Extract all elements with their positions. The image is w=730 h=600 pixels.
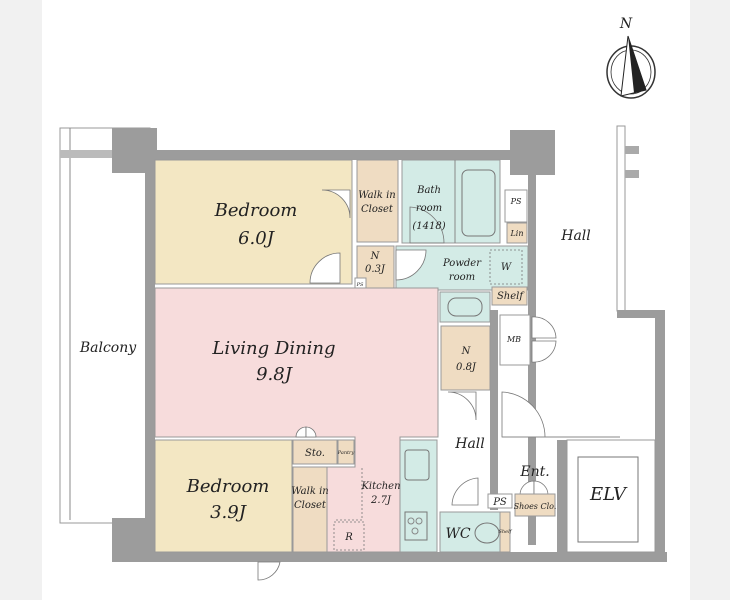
room-kitchen: Kitchen 2.7J [336, 439, 438, 553]
wc-label: WC [445, 526, 470, 542]
room-storage-n-mid: N 0.8J [440, 325, 491, 391]
door-icon [451, 477, 479, 506]
closet-label: Walk in [358, 190, 395, 201]
entrance-door-icon [501, 391, 546, 438]
sink-icon [404, 449, 430, 481]
shelf-label: Shelf [498, 529, 512, 535]
door-icon [409, 206, 445, 244]
living-dining-size: 9.8J [256, 364, 294, 385]
closet-label: Closet [361, 204, 394, 215]
bathroom-label: room [416, 203, 442, 214]
washer-space [489, 249, 523, 285]
bedroom-1-name: Bedroom [214, 200, 298, 221]
shelf-label: Shelf [497, 291, 525, 302]
room-living-dining: Living Dining 9.8J [154, 287, 439, 553]
shoes-closet-label: Shoes Clo. [514, 502, 557, 511]
compass-north-label: N [619, 16, 633, 32]
door-icon [309, 252, 341, 284]
bedroom-1-size: 6.0J [238, 228, 276, 249]
room-storage-n-small: N 0.3J PS [354, 245, 395, 291]
kitchen-size: 2.7J [370, 495, 392, 506]
living-dining-name: Living Dining [211, 338, 335, 359]
room-walk-in-closet-1: Walk in Closet [356, 159, 399, 243]
kitchen-label: Kitchen [360, 481, 400, 492]
storage-label: N [370, 251, 381, 262]
storage-label: N [461, 346, 472, 357]
exterior-walls [112, 128, 667, 562]
hall-lower-label: Hall [454, 436, 485, 452]
closet-label: Walk in [291, 486, 328, 497]
balcony: Balcony [59, 127, 151, 524]
door-icon [395, 249, 427, 281]
ps-tiny-label: PS [356, 282, 364, 288]
north-compass-icon: N [606, 16, 656, 99]
common-hall-boundary [616, 125, 639, 312]
closet-label: Closet [294, 500, 327, 511]
storage-size: 0.8J [456, 362, 477, 373]
meter-box-label: MB [506, 335, 521, 344]
bathroom-label: Bath [416, 185, 441, 196]
bathroom-size: (1418) [412, 221, 445, 232]
elevator: ELV [566, 439, 656, 553]
powder-room-label: room [449, 272, 475, 283]
hall-label: Hall [560, 228, 591, 244]
bathtub-icon [461, 169, 496, 237]
room-bedroom-2: Bedroom 3.9J [154, 439, 293, 553]
storage-label: Sto. [305, 448, 325, 459]
ps-label: PS [510, 197, 522, 206]
refrigerator-label: R [344, 532, 353, 543]
room-wc: WC Shelf [439, 511, 513, 553]
toilet-icon [474, 522, 500, 544]
door-icon [257, 561, 281, 581]
storage-size: 0.3J [365, 264, 386, 275]
room-bedroom-1: Bedroom 6.0J [154, 159, 353, 285]
room-powder-room: Powder room W [395, 245, 529, 291]
linen-label: Lin [509, 229, 523, 238]
room-bathroom: Bath room (1418) [401, 159, 501, 244]
ps-label: PS [492, 497, 507, 508]
door-icon [321, 189, 351, 219]
entrance-label: Ent. [519, 464, 549, 480]
bedroom-2-size: 3.9J [210, 502, 248, 523]
refrigerator-space [333, 521, 365, 551]
pantry-label: Pantry [337, 450, 355, 456]
powder-room-label: Powder [442, 258, 482, 269]
balcony-label: Balcony [79, 340, 137, 356]
washer-label: W [501, 262, 512, 273]
bedroom-2-name: Bedroom [186, 476, 270, 497]
elevator-label: ELV [589, 484, 628, 505]
stove-icon [404, 511, 428, 541]
door-icon [447, 391, 477, 421]
